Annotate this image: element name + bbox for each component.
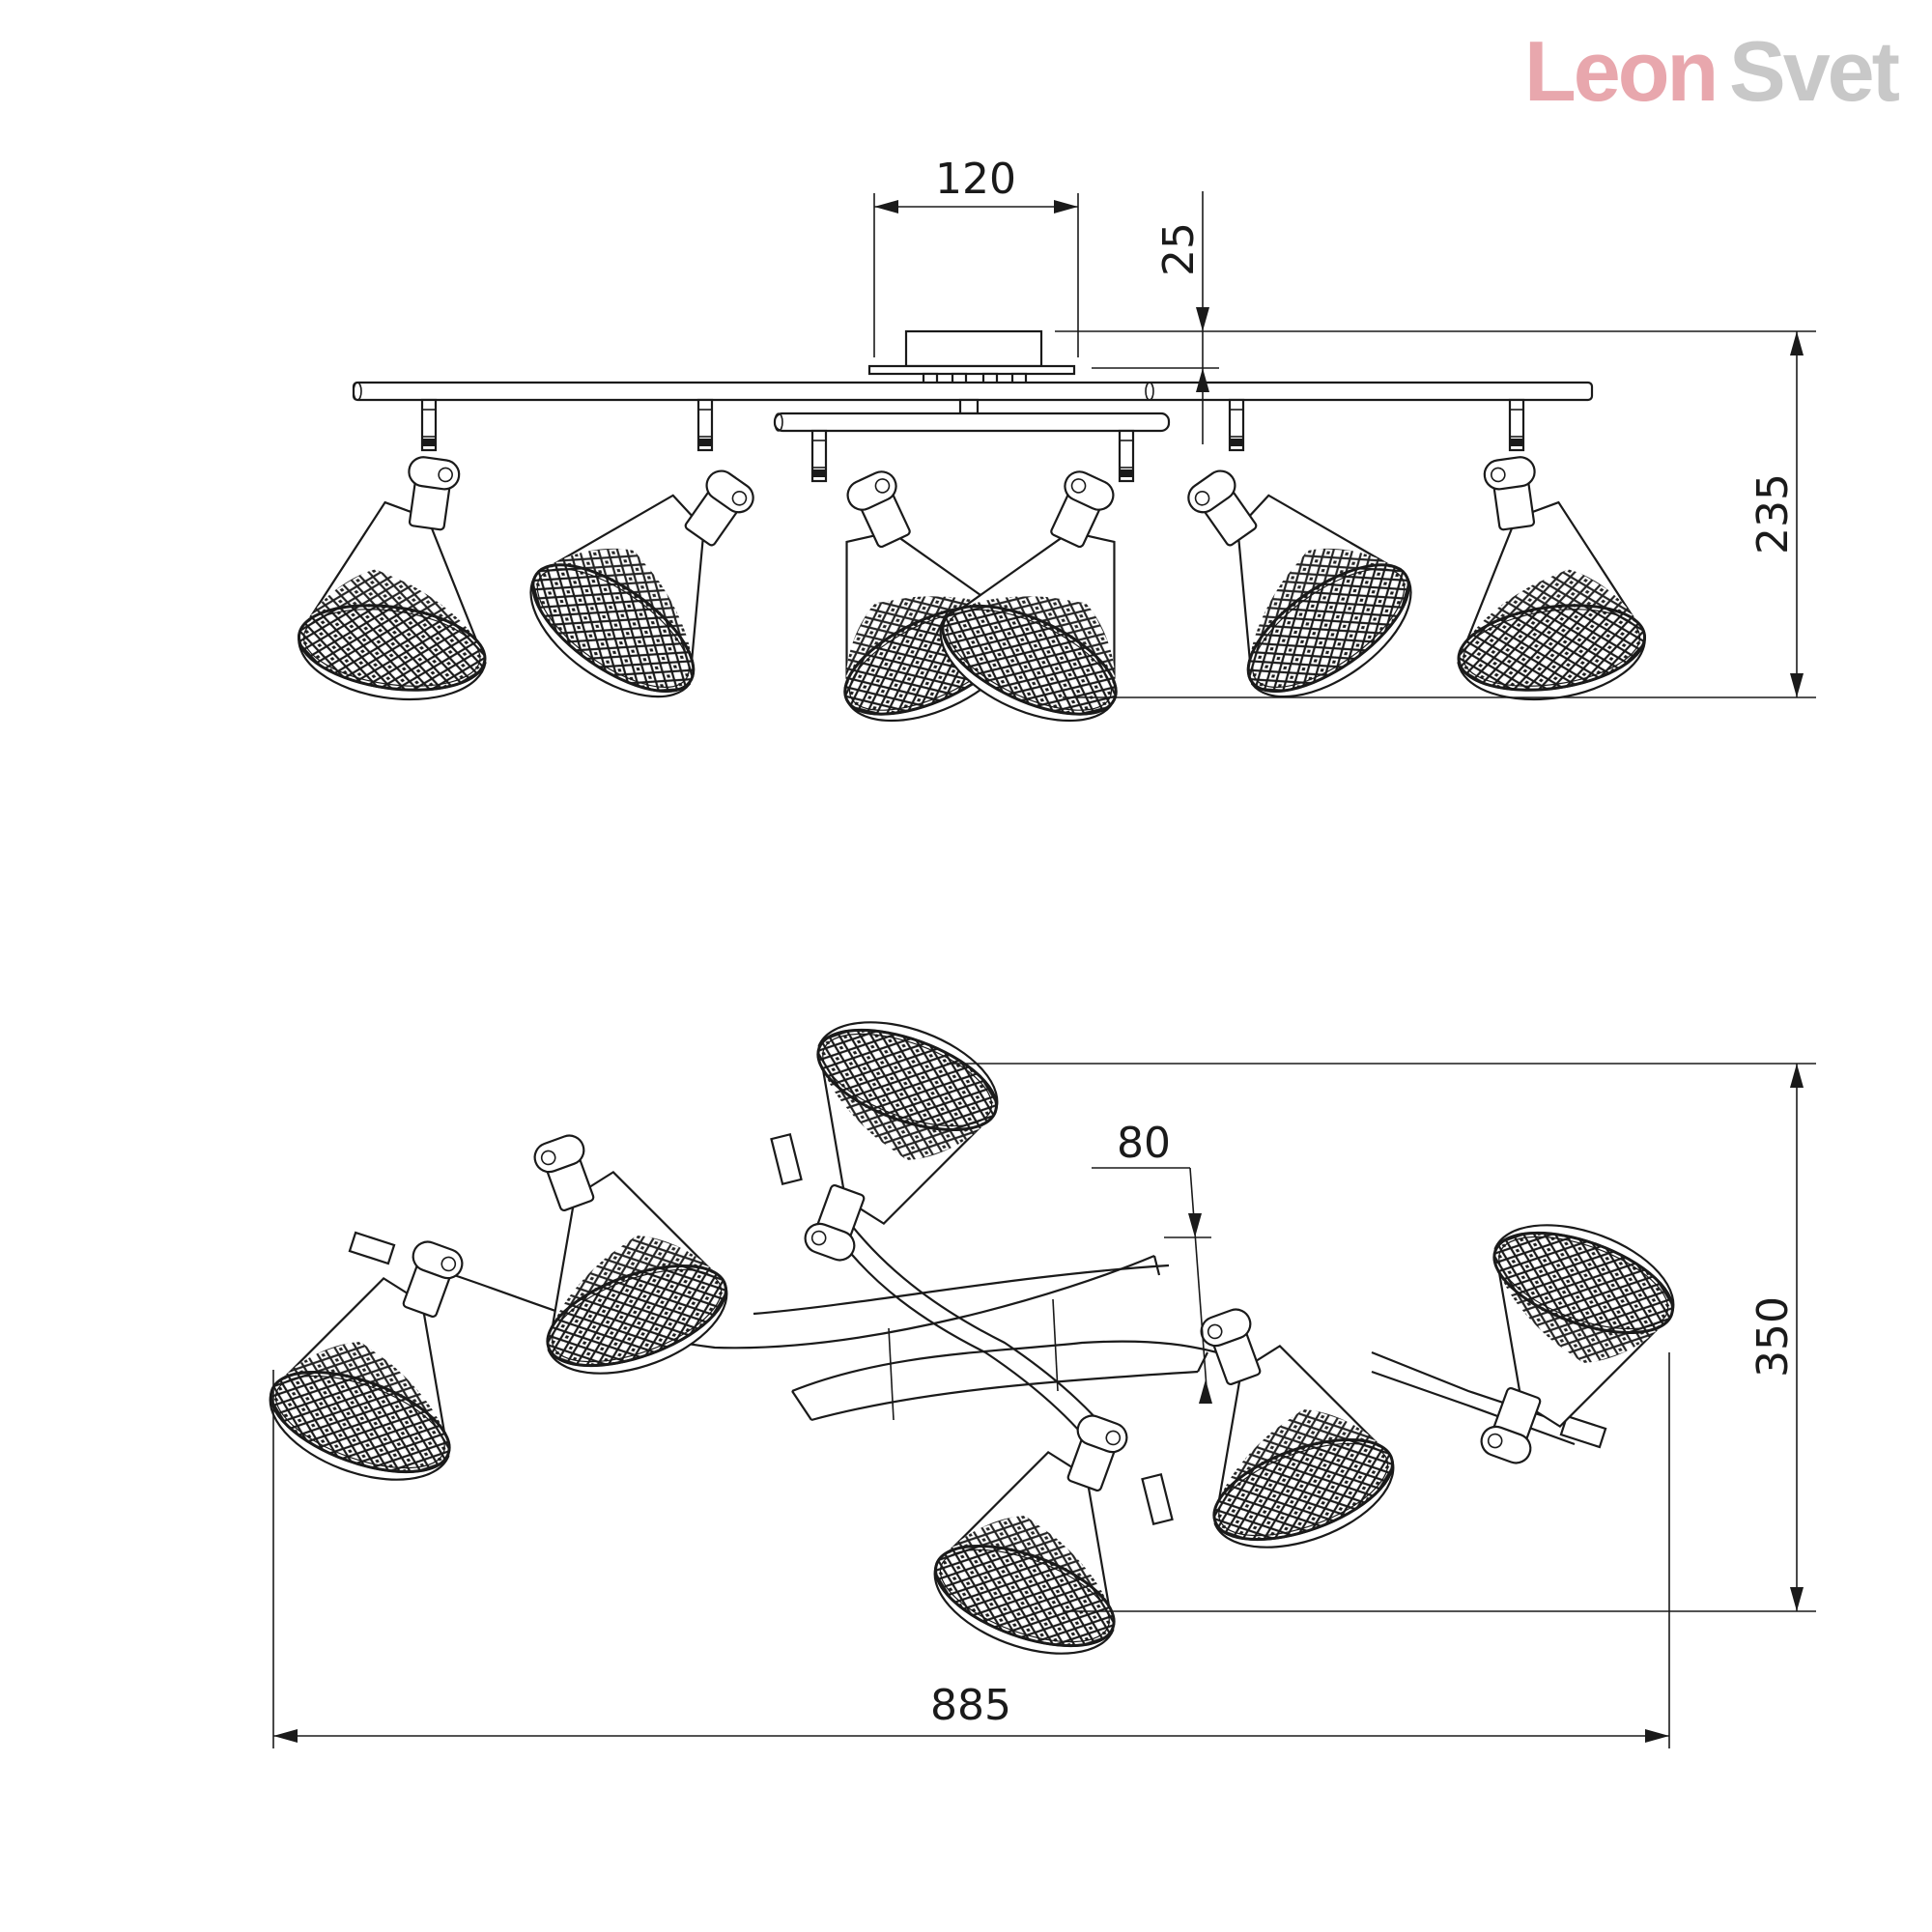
plan-spot-5: [1149, 1276, 1409, 1570]
main-bar: [352, 381, 1594, 402]
dim-label-885: 885: [930, 1681, 1011, 1730]
plan-spot-2: [482, 1102, 743, 1396]
dim-base-width: 120: [873, 155, 1079, 357]
spot-6: [1431, 443, 1651, 711]
dim-label-25: 25: [1154, 222, 1204, 276]
center-stem: [958, 398, 980, 415]
base-plate: [867, 364, 1076, 376]
brand-logo: Leon Svet: [1524, 23, 1903, 119]
plan-view: 80 350 885: [255, 1000, 1816, 1748]
dim-total-length: 885: [272, 1352, 1670, 1748]
dim-label-80: 80: [1117, 1119, 1171, 1168]
logo-text-svet: Svet: [1729, 23, 1900, 119]
logo-text-leon: Leon: [1524, 23, 1716, 119]
dim-base-height: 25: [1055, 191, 1816, 444]
dim-total-height: 235: [1063, 331, 1816, 698]
dim-depth: 350: [947, 1063, 1816, 1612]
dim-label-350: 350: [1748, 1296, 1798, 1378]
spot-5: [1140, 416, 1434, 724]
dim-arm-offset: 80: [1092, 1119, 1212, 1404]
dim-label-235: 235: [1748, 473, 1798, 554]
short-bar: [773, 412, 1171, 433]
spot-2: [507, 416, 801, 724]
plan-spot-6: [1429, 1203, 1690, 1496]
dim-label-120: 120: [935, 155, 1016, 204]
ceiling-base: [904, 329, 1043, 368]
plan-spot-4: [920, 1382, 1180, 1676]
side-view: 120 25 235: [292, 155, 1816, 746]
curved-frame: [348, 1132, 1607, 1526]
spot-1: [292, 443, 512, 711]
